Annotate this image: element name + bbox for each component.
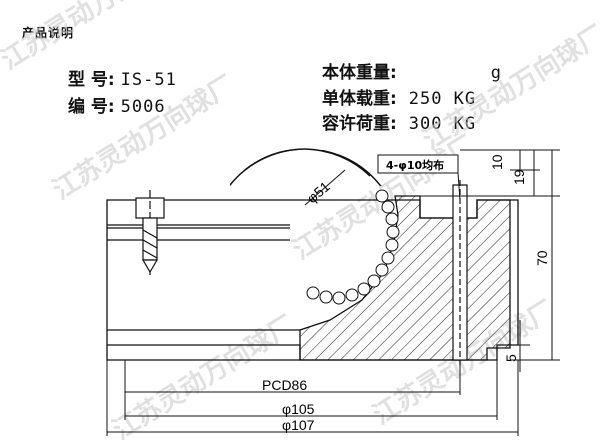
model-row: 型 号: IS-51 [68, 72, 177, 89]
svg-text:江苏灵动万向球厂: 江苏灵动万向球厂 [0, 0, 188, 76]
code-label: 编 号: [68, 97, 115, 117]
holes-callout: 4-φ10均布 [377, 154, 461, 201]
single-load-row: 单体载重: 250 KG [322, 91, 476, 108]
dim-10: 10 [489, 154, 505, 170]
dim-dia107: φ107 [282, 417, 315, 433]
dim-70: 70 [534, 250, 550, 266]
allow-load-label: 容许荷重: [322, 114, 397, 134]
dim-pcd86: PCD86 [262, 377, 307, 393]
svg-text:江苏灵动万向球厂: 江苏灵动万向球厂 [47, 69, 240, 206]
code-row: 编 号: 5006 [68, 99, 166, 116]
dim-19: 19 [511, 169, 527, 185]
allow-load-value: 300 KG [408, 114, 477, 134]
dim-dia105: φ105 [282, 401, 315, 417]
dim-5: 5 [503, 354, 519, 362]
support-balls [306, 189, 400, 305]
horizontal-dimensions [106, 360, 519, 436]
housing-outline [106, 199, 519, 361]
model-value: IS-51 [120, 70, 177, 90]
code-value: 5006 [120, 97, 166, 117]
bolt [135, 190, 165, 275]
weight-label: 本体重量: [322, 63, 397, 83]
weight-row: 本体重量: g [322, 65, 502, 82]
single-load-value: 250 KG [408, 89, 477, 109]
vertical-dimensions [420, 149, 560, 372]
page-title: 产品说明 [22, 26, 75, 40]
allow-load-row: 容许荷重: 300 KG [322, 116, 476, 133]
mounting-hole [452, 180, 468, 365]
single-load-label: 单体载重: [322, 89, 397, 109]
model-label: 型 号: [68, 70, 115, 90]
svg-text:4-φ10均布: 4-φ10均布 [386, 158, 444, 172]
weight-value: g [490, 63, 502, 83]
svg-text:江苏灵动万向球厂: 江苏灵动万向球厂 [417, 19, 601, 156]
